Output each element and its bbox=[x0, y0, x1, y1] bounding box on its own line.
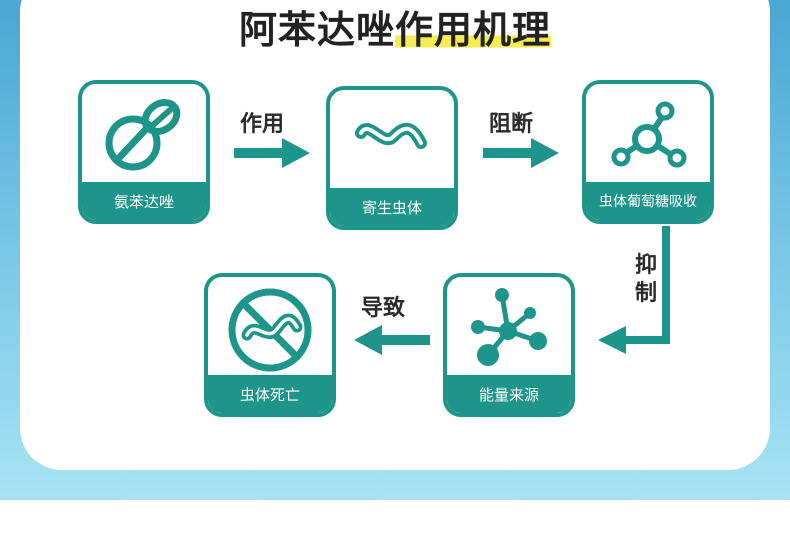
node-parasite-death: 虫体死亡 bbox=[204, 273, 336, 417]
node-label: 虫体死亡 bbox=[208, 375, 332, 413]
edge-label-act: 作用 bbox=[240, 112, 285, 137]
molecule-icon bbox=[611, 101, 687, 168]
node-label: 虫体葡萄糖吸收 bbox=[586, 182, 710, 220]
title-part-2-highlighted: 作用机理 bbox=[395, 8, 552, 52]
node-label: 氨苯达唑 bbox=[82, 182, 206, 220]
node-parasite: 寄生虫体 bbox=[326, 86, 458, 230]
molecule-cluster-icon bbox=[471, 288, 547, 366]
node-glucose-absorption: 虫体葡萄糖吸收 bbox=[582, 80, 714, 224]
node-label: 能量来源 bbox=[447, 375, 571, 413]
pill-icon bbox=[105, 99, 181, 171]
edge-label-inhibit: 抑制 bbox=[634, 253, 657, 306]
node-energy-source: 能量来源 bbox=[443, 273, 575, 417]
arrow-down-left bbox=[598, 226, 670, 354]
node-albendazole: 氨苯达唑 bbox=[78, 80, 210, 224]
page-title: 阿苯达唑作用机理 bbox=[0, 6, 790, 54]
arrow-left bbox=[354, 325, 430, 355]
no-worm-icon bbox=[228, 288, 312, 372]
arrow-right bbox=[483, 138, 559, 168]
edge-label-block: 阻断 bbox=[489, 112, 534, 137]
worm-icon bbox=[355, 122, 427, 149]
content-card bbox=[20, 0, 770, 470]
title-part-1: 阿苯达唑 bbox=[238, 8, 395, 52]
edge-label-cause: 导致 bbox=[361, 296, 406, 321]
node-label: 寄生虫体 bbox=[330, 188, 454, 226]
arrow-right bbox=[234, 138, 310, 168]
